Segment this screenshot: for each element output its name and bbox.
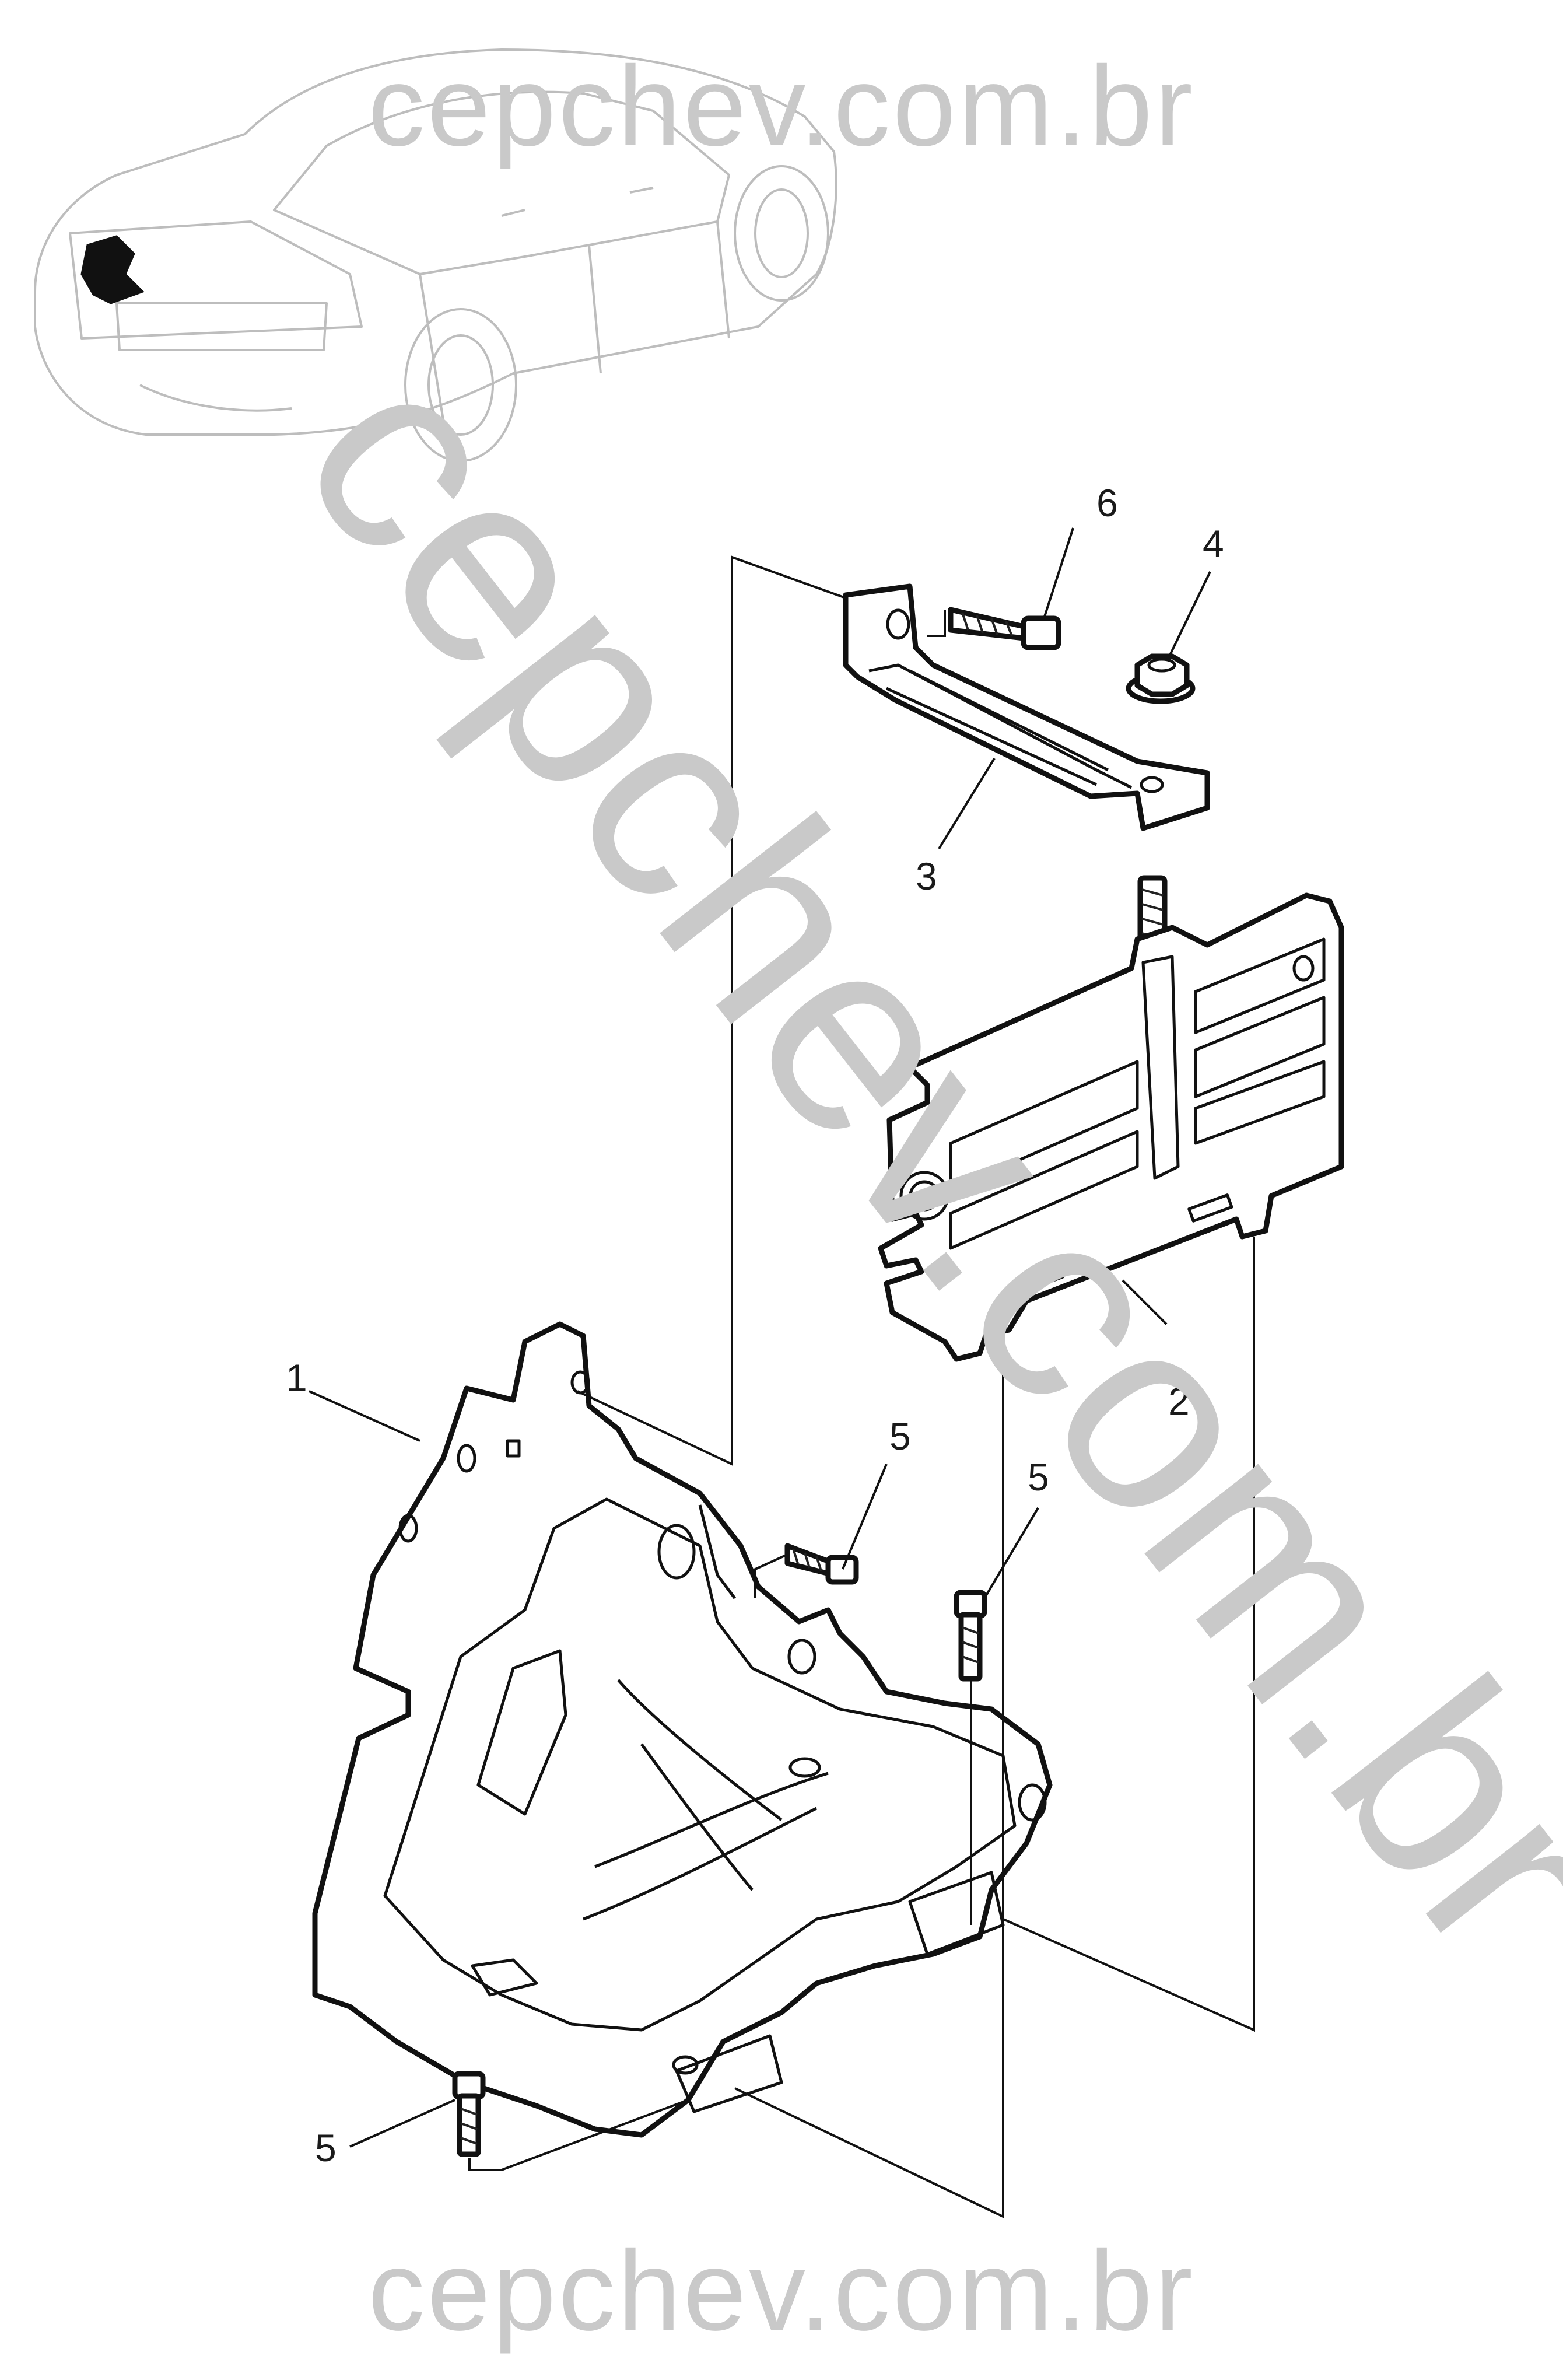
part-5-bolt-upper [784, 1543, 859, 1585]
assembly-guide-lines [468, 555, 1255, 2219]
watermark-bottom: cepchev.com.br [368, 2227, 1195, 2354]
part-2-battery-plate [878, 892, 1344, 1362]
callout-3: 3 [916, 855, 937, 898]
callout-4: 4 [1203, 522, 1224, 565]
part-1-battery-tray [312, 1321, 1053, 2138]
callout-5-lower: 5 [315, 2126, 337, 2169]
part-6-bolt [948, 607, 1061, 650]
callout-5-upper: 5 [889, 1415, 911, 1458]
part-4-flange-nut [1126, 653, 1196, 704]
part-5-bolt-lower [452, 2071, 486, 2157]
callout-1: 1 [286, 1356, 307, 1399]
battery-location-highlight [80, 235, 145, 304]
callout-5-middle: 5 [1028, 1455, 1049, 1499]
part-3-battery-clamp [843, 583, 1210, 831]
callout-6: 6 [1096, 481, 1118, 524]
part-5-bolt-middle [954, 1590, 987, 1682]
callout-2: 2 [1168, 1380, 1190, 1423]
callout-leaders [309, 527, 1211, 2148]
watermark-top: cepchev.com.br [368, 43, 1195, 170]
vehicle-locator-thumbnail [34, 48, 837, 462]
